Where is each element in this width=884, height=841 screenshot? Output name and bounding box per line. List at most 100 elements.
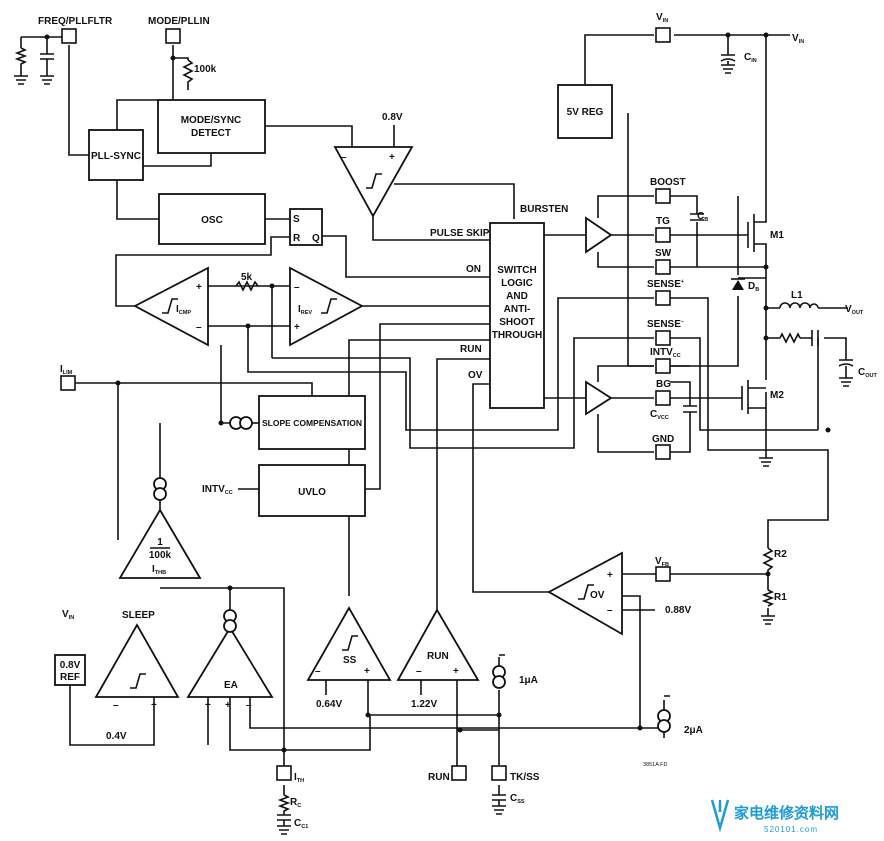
- uvlo-block: [258, 464, 366, 517]
- ground-icon: [40, 75, 54, 85]
- cap-css: [492, 794, 506, 801]
- label-cc1: CC1: [294, 818, 308, 830]
- watermark-text: 家电维修资料网: [734, 804, 839, 822]
- ss-minus: –: [315, 666, 321, 677]
- label-tkss: TK/SS: [510, 772, 540, 783]
- label-ss: SS: [343, 655, 357, 666]
- label-mode-pllin: MODE/PLLIN: [148, 16, 210, 27]
- cap-cc1: [277, 814, 291, 821]
- label-ov: OV: [590, 590, 605, 601]
- mosfet-m2: [741, 380, 766, 414]
- label-04: 0.4V: [106, 731, 127, 742]
- ov-minus: –: [607, 605, 613, 616]
- mosfets: [741, 210, 767, 414]
- label-l1: L1: [791, 290, 803, 301]
- ground-icon: [761, 615, 775, 625]
- pin-ilim: [60, 375, 76, 391]
- icmp-comparator: [133, 266, 209, 347]
- slope-comp-label: SLOPE COMPENSATION: [262, 418, 362, 428]
- label-ithb: ITHB: [152, 564, 166, 576]
- label-088: 0.88V: [665, 605, 691, 616]
- label-08v-top: 0.8V: [382, 112, 403, 123]
- cap-cvcc: [683, 398, 697, 430]
- hysteresis-icon: [162, 298, 178, 314]
- label-m1: M1: [770, 230, 784, 241]
- latch-block: [289, 208, 323, 246]
- capacitors: [40, 53, 854, 821]
- label-cb: CB: [697, 211, 708, 223]
- hysteresis-icon: [130, 673, 146, 689]
- cap-cout: [838, 359, 854, 378]
- inductor-l1: [779, 302, 819, 309]
- irev-plus: +: [294, 322, 300, 333]
- cap-series: [811, 330, 819, 346]
- junctions: [44, 32, 831, 753]
- tg-driver: [585, 216, 613, 254]
- label-rc: RC: [290, 797, 301, 809]
- pin-freq-pllfltr: [61, 28, 77, 44]
- ea-amplifier: [186, 626, 274, 698]
- pin-run: [451, 765, 467, 781]
- resistors: [14, 47, 801, 815]
- cap-cb: [690, 213, 704, 221]
- gm-amplifier: [118, 508, 202, 579]
- label-bursten: BURSTEN: [520, 204, 568, 215]
- pll-sync-block: [88, 129, 144, 181]
- ref-block: [54, 654, 86, 686]
- label-vin-top: VIN: [656, 12, 668, 24]
- ground-icon: [721, 61, 735, 74]
- ea-plus1: +: [205, 700, 211, 711]
- resistor-rc: [277, 794, 291, 815]
- mosfet-m1: [747, 210, 767, 252]
- switch-logic-block: [489, 222, 545, 409]
- pin-boost: [655, 188, 671, 204]
- label-vout: VOUT: [845, 304, 864, 316]
- watermark: 家电维修资料网 520101.com: [710, 799, 839, 834]
- pins: [60, 27, 671, 781]
- label-1ua: 1μA: [519, 675, 538, 686]
- mode-sync-line1: MODE/SYNC: [181, 115, 242, 126]
- ov-plus: +: [607, 570, 613, 581]
- icmp-minus: –: [196, 322, 202, 333]
- label-m2: M2: [770, 390, 784, 401]
- label-r1: R1: [774, 592, 787, 603]
- label-5k: 5k: [241, 272, 253, 283]
- burst-minus: –: [341, 152, 347, 163]
- ref-line2: REF: [60, 672, 80, 683]
- irev-comparator: [289, 266, 364, 347]
- label-2ua: 2μA: [684, 725, 703, 736]
- osc-label: OSC: [201, 215, 223, 226]
- hysteresis-icons: [130, 173, 594, 689]
- diode-db: [731, 278, 745, 290]
- irev-minus: –: [294, 282, 300, 293]
- current-source-icon: [229, 416, 253, 430]
- label-100k: 100k: [194, 64, 217, 75]
- sw-logic-4: ANTI-: [504, 304, 531, 315]
- sw-logic-1: SWITCH: [497, 265, 536, 276]
- hysteresis-icon: [321, 298, 337, 314]
- current-source-icon: [153, 477, 167, 501]
- label-gm-num: 1: [157, 537, 163, 548]
- label-r2: R2: [774, 549, 787, 560]
- label-fig-code: 3851A FD: [643, 762, 667, 768]
- reg5v-label: 5V REG: [567, 107, 604, 118]
- label-run-signal: RUN: [460, 344, 482, 355]
- osc-block: [158, 193, 266, 245]
- sleep-comparator: [94, 623, 180, 698]
- pin-sw: [655, 259, 671, 275]
- label-db: DB: [748, 281, 759, 293]
- label-freq-pllfltr: FREQ/PLLFLTR: [38, 16, 113, 27]
- pin-bg: [655, 390, 671, 406]
- pin-gnd: [655, 444, 671, 460]
- icmp-plus: +: [196, 282, 202, 293]
- pll-sync-label: PLL-SYNC: [91, 151, 141, 162]
- label-sleep: SLEEP: [122, 610, 155, 621]
- hysteresis-icon: [578, 584, 594, 600]
- uvlo-label: UVLO: [298, 487, 326, 498]
- sleep-minus: –: [113, 700, 119, 711]
- ea-minus: –: [246, 700, 252, 711]
- label-gm-den: 100k: [149, 550, 172, 561]
- label-run-pin: RUN: [428, 772, 450, 783]
- pin-tg: [655, 227, 671, 243]
- resistor-5k: [235, 280, 259, 292]
